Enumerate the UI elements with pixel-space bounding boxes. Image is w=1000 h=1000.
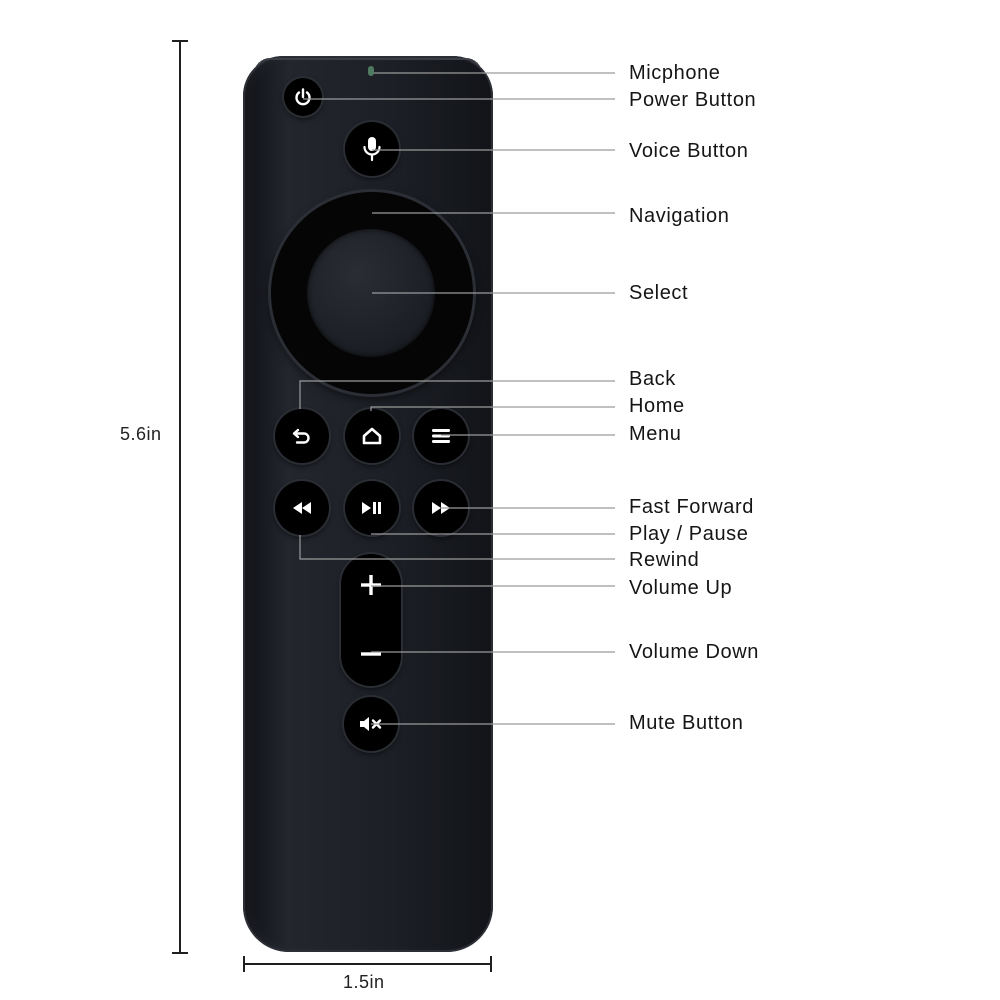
- height-dimension-label: 5.6in: [120, 424, 162, 444]
- power-button[interactable]: [284, 78, 322, 116]
- volume-rocker: [341, 554, 401, 686]
- label-power-button: Power Button: [629, 89, 757, 111]
- minus-icon: [360, 644, 382, 662]
- label-navigation: Navigation: [629, 205, 730, 227]
- voice-button[interactable]: [345, 122, 399, 176]
- height-dimension-cap-top: [172, 40, 188, 42]
- rewind-icon: [291, 501, 313, 515]
- label-back: Back: [629, 368, 676, 390]
- leader-home: [370, 406, 615, 411]
- label-fast-forward: Fast Forward: [629, 496, 755, 518]
- height-dimension-line: [179, 40, 181, 954]
- volume-up-button[interactable]: [341, 554, 401, 620]
- width-dimension-line: [243, 963, 492, 965]
- play-pause-button[interactable]: [345, 481, 399, 535]
- width-dimension-label: 1.5in: [343, 972, 385, 992]
- rewind-button[interactable]: [275, 481, 329, 535]
- label-microphone: Micphone: [629, 62, 721, 84]
- label-home: Home: [629, 395, 685, 417]
- width-dimension-cap-left: [243, 956, 245, 972]
- back-button[interactable]: [275, 409, 329, 463]
- menu-button[interactable]: [414, 409, 468, 463]
- label-play-pause: Play / Pause: [629, 523, 749, 545]
- play-pause-icon: [361, 501, 383, 515]
- leader-back: [299, 380, 615, 409]
- back-arrow-icon: [291, 427, 313, 445]
- label-select: Select: [629, 282, 689, 304]
- label-volume-up: Volume Up: [629, 577, 733, 599]
- microphone-hole: [368, 66, 374, 76]
- label-rewind: Rewind: [629, 549, 700, 571]
- home-button[interactable]: [345, 409, 399, 463]
- label-voice-button: Voice Button: [629, 140, 749, 162]
- volume-down-button[interactable]: [341, 620, 401, 686]
- height-dimension-cap-bottom: [172, 952, 188, 954]
- remote-top-edge: [254, 58, 482, 74]
- label-mute-button: Mute Button: [629, 712, 744, 734]
- power-icon: [293, 87, 313, 107]
- home-icon: [361, 426, 383, 446]
- label-volume-down: Volume Down: [629, 641, 759, 663]
- leader-rewind: [299, 535, 615, 560]
- label-menu: Menu: [629, 423, 682, 445]
- width-dimension-cap-right: [490, 956, 492, 972]
- plus-icon: [360, 574, 382, 601]
